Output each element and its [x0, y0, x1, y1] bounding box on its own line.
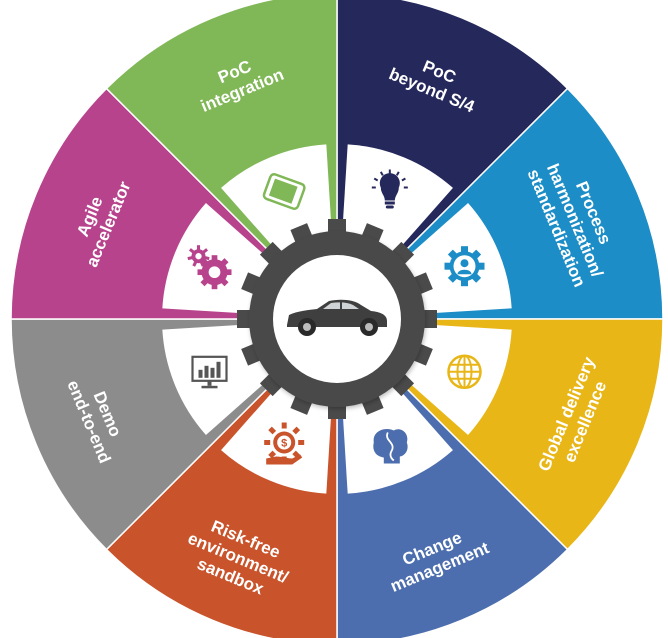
segment-label: Risk-freeenvironment/sandbox	[177, 510, 298, 605]
segment-global-delivery: Global deliveryexcellence	[335, 318, 664, 551]
segment-agile: Agileaccelerator	[10, 87, 339, 320]
gears-icon	[187, 245, 232, 290]
hub-tooth	[259, 241, 283, 265]
tablet-icon	[262, 173, 306, 211]
globe-icon	[447, 354, 482, 390]
hub-tooth	[391, 373, 415, 397]
hub-tooth	[391, 241, 415, 265]
lightbulb-icon	[371, 169, 408, 209]
hub-tooth	[237, 310, 251, 328]
segments-layer: PoCbeyond S/4Processharmonization/standa…	[10, 0, 664, 638]
car-icon	[287, 299, 387, 336]
hub-tooth	[328, 219, 346, 233]
svg-text:$: $	[281, 437, 287, 449]
puzzle-head-icon	[373, 428, 408, 464]
hub-tooth	[423, 310, 437, 328]
person-gear-icon	[444, 246, 485, 287]
center-hub	[237, 219, 437, 419]
hub-tooth	[328, 405, 346, 419]
monitor-chart-icon	[191, 355, 228, 389]
hub-tooth	[259, 373, 283, 397]
money-hand-icon: $	[264, 422, 305, 465]
